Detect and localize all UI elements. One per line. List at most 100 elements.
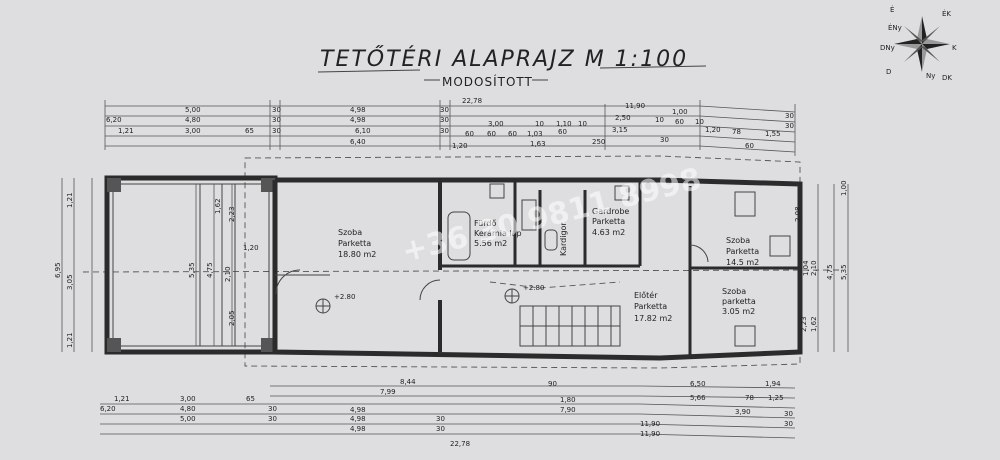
dim-left-6: 2,10: [224, 266, 232, 282]
room-szoba-2-name: Szoba: [726, 236, 750, 245]
dim-top-1: 5,00: [185, 106, 201, 114]
axis-line: [82, 269, 841, 273]
dim-bottom-r5-4: 30: [436, 425, 445, 433]
dim-top-r2-13: 10: [695, 118, 704, 126]
compass-e: K: [952, 44, 957, 52]
dim-top-r3-7: 60: [465, 130, 474, 138]
room-furdo-name: Fürdő: [474, 219, 496, 228]
dim-top-r3-5: 6,10: [355, 127, 371, 135]
dim-bottom-r3-2: 3,00: [180, 395, 196, 403]
dim-bottom-r1-1: 8,44: [400, 378, 416, 386]
dim-top-r2-7: 10: [535, 120, 544, 128]
compass-rose-icon: É ÉK K DK D DNy Ny ÉNy: [880, 5, 957, 82]
dim-left-5: 5,35: [188, 262, 196, 278]
room-szoba-3: Szoba parketta 3.05 m2: [722, 287, 756, 316]
dim-top-r3-8: 60: [487, 130, 496, 138]
dim-right-1: 1,00: [840, 180, 848, 196]
dim-top-4: 30: [440, 106, 449, 114]
room-eloter-floor: Parketta: [634, 302, 667, 311]
dim-top-r4-6: 30: [660, 136, 669, 144]
dim-top-r3-14: 78: [732, 128, 741, 136]
room-kardigor-name: Kardigor: [559, 222, 568, 256]
room-szoba-1: Szoba Parketta 18.80 m2: [338, 228, 376, 259]
dim-top-r2-11: 10: [655, 116, 664, 124]
level-left-text: +2.80: [334, 293, 355, 301]
room-szoba-2-floor: Parketta: [726, 247, 759, 256]
room-gardrob-name: Gardrobe: [592, 207, 629, 216]
compass-n: É: [890, 5, 894, 14]
dim-top-r4-4: 250: [592, 138, 605, 146]
dim-top-total: 22,78: [462, 97, 482, 105]
dim-top-r2-9: 10: [578, 120, 587, 128]
dim-bottom-r4-2: 4,80: [180, 405, 196, 413]
dim-bottom-r4-5: 30: [436, 415, 445, 423]
left-dimension-chains: 1,21 3,05 6,95 4,75 5,35 2,10 1,62 2,23 …: [54, 178, 259, 352]
dim-top-r4-3: 1,63: [530, 140, 546, 148]
dim-top-3: 4,98: [350, 106, 366, 114]
dim-left-3: 6,95: [54, 262, 62, 278]
room-gardrob-area: 4.63 m2: [592, 228, 625, 237]
dim-top-r3-10: 1,03: [527, 130, 543, 138]
dim-bottom-r3-4: 4,98: [350, 406, 366, 414]
dim-right-6: 1,04: [802, 260, 810, 276]
dim-right-5: 2,10: [810, 260, 818, 276]
dim-top-r2-12: 60: [675, 118, 684, 126]
dim-bottom-r4-6: 11,90: [640, 420, 660, 428]
dim-bottom-r5-1: 5,00: [180, 415, 196, 423]
room-szoba-1-floor: Parketta: [338, 239, 371, 248]
dim-bottom-total: 22,78: [450, 440, 470, 448]
dim-top-r3-1: 1,21: [118, 127, 134, 135]
dim-bottom-r2-2: 90: [548, 380, 557, 388]
dim-top-2: 30: [272, 106, 281, 114]
room-eloter-area: 17.82 m2: [634, 314, 672, 323]
dim-top-r3-12: 3,15: [612, 126, 628, 134]
dim-top-6: 1,00: [672, 108, 688, 116]
dim-top-r3-3: 65: [245, 127, 254, 135]
compass-nw: ÉNy: [888, 23, 902, 32]
room-eloter-name: Előtér: [634, 290, 658, 300]
dim-top-r2-10: 2,50: [615, 114, 631, 122]
level-marker-mid: +2.80: [504, 284, 544, 304]
dim-top-7: 30: [785, 112, 794, 120]
dim-right-4: 5,35: [840, 264, 848, 280]
compass-sw: DNy: [880, 44, 895, 52]
dim-top-r2-4: 4,98: [350, 116, 366, 124]
dim-top-r3-15: 1,55: [765, 130, 781, 138]
level-mid-text: +2.80: [523, 284, 544, 292]
dim-top-r2-8: 1,10: [556, 120, 572, 128]
dim-bottom-r3-3: 65: [246, 395, 255, 403]
dim-right-7: 1,62: [810, 316, 818, 332]
room-szoba-2: Szoba Parketta 14.5 m2: [726, 236, 759, 267]
dim-top-5: 11,90: [625, 102, 645, 110]
dim-top-r4-2: 1,20: [452, 142, 468, 150]
dim-left-2: 3,05: [66, 274, 74, 290]
dim-bottom-r3-5: 7,90: [560, 406, 576, 414]
dim-left-7: 1,62: [214, 198, 222, 214]
dim-right-8: 2,23: [800, 316, 808, 332]
dim-bottom-r2-4: 5,66: [690, 394, 706, 402]
plan-title: TETŐTÉRI ALAPRAJZ M 1:100: [320, 46, 688, 72]
dim-bottom-r3-7: 30: [784, 410, 793, 418]
top-dimension-chains: [104, 100, 796, 156]
right-dimension-chains: 1,00 2,08 4,75 5,35 2,10 1,04 1,62 2,23: [794, 180, 849, 352]
plan-subtitle: MODOSÍTOTT: [442, 74, 533, 89]
dim-bottom-r1-2: 6,50: [690, 380, 706, 388]
dim-top-r2-14: 30: [785, 122, 794, 130]
dim-left-9: 1,20: [243, 244, 259, 252]
dim-bottom-r4-7: 30: [784, 420, 793, 428]
room-gardrob: Gardrobe Parketta 4.63 m2: [592, 207, 629, 237]
bottom-dimension-chains: [100, 385, 796, 439]
dim-bottom-r3-1: 1,21: [114, 395, 130, 403]
room-szoba-2-area: 14.5 m2: [726, 258, 759, 267]
dim-top-r3-4: 30: [272, 127, 281, 135]
dim-top-r2-2: 4,80: [185, 116, 201, 124]
room-szoba-1-name: Szoba: [338, 228, 362, 237]
dim-left-10: 2,05: [228, 310, 236, 326]
dim-bottom-r4-1: 6,20: [100, 405, 116, 413]
building-walls: [272, 177, 803, 361]
room-furdo: Fürdő Kerámia lap 5.56 m2: [474, 219, 522, 248]
room-eloter: Előtér Parketta 17.82 m2: [634, 290, 672, 323]
dim-right-2: 2,08: [794, 206, 802, 222]
dim-bottom-r2-1: 7,99: [380, 388, 396, 396]
